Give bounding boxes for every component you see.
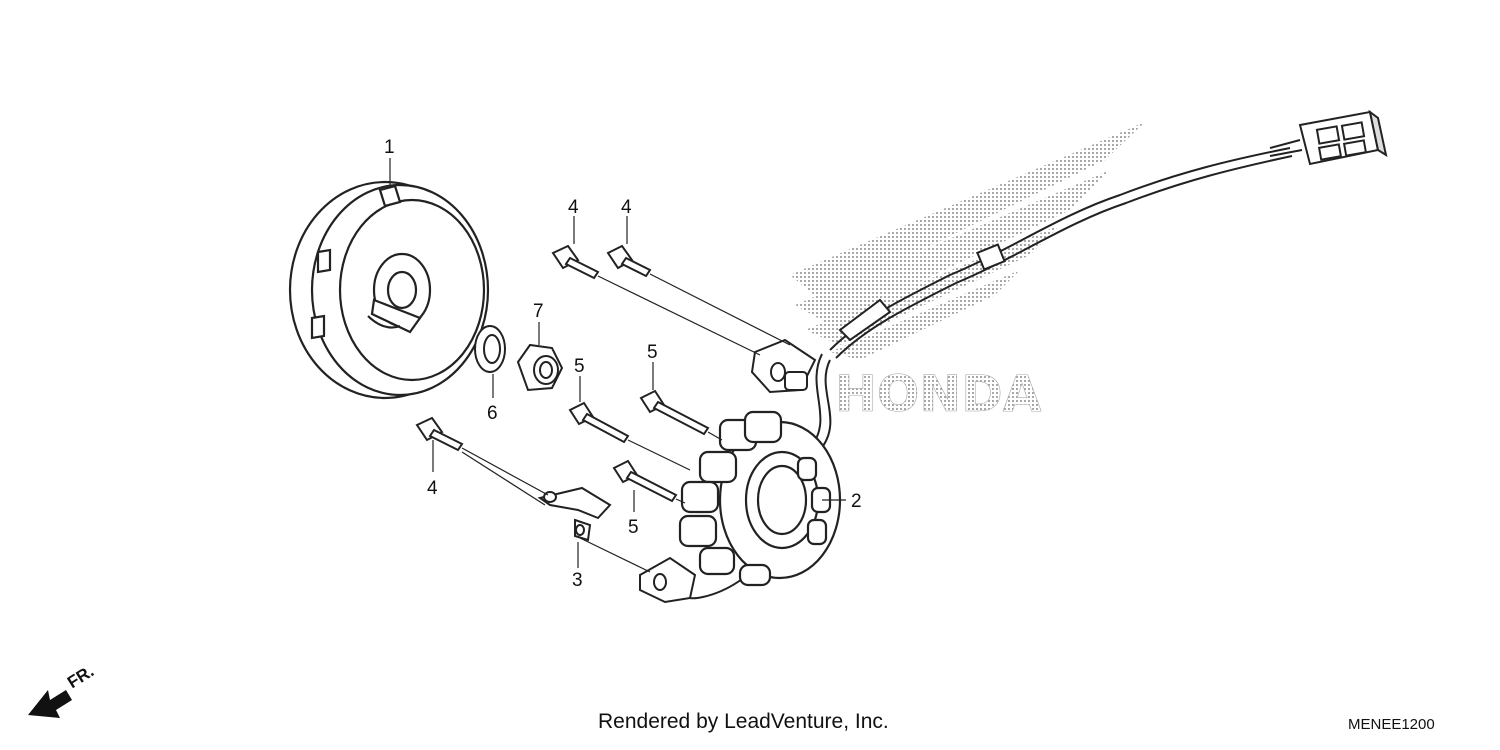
- stator: [678, 410, 842, 587]
- callout-4b: 4: [621, 197, 632, 218]
- callout-4a: 4: [568, 197, 579, 218]
- nut: [516, 343, 564, 392]
- pulse-generator-upper: [750, 338, 817, 394]
- pulse-generator-lower: [639, 556, 697, 604]
- honda-wordmark: HONDA: [835, 365, 1042, 423]
- harness-connector: [1269, 109, 1388, 166]
- flywheel: [288, 180, 490, 400]
- washer: [474, 325, 506, 373]
- assembly-guide-lines: [461, 273, 791, 573]
- diagram-code: MENEE1200: [1348, 716, 1435, 733]
- bolt-5b: [568, 401, 630, 444]
- bolt-4a: [551, 244, 600, 280]
- callout-1: 1: [384, 137, 395, 158]
- callout-leaders: [389, 158, 846, 568]
- callout-5b: 5: [628, 517, 639, 538]
- callout-7: 7: [533, 301, 544, 322]
- bolt-4b: [606, 244, 652, 278]
- callout-2: 2: [851, 491, 862, 512]
- callout-6: 6: [487, 403, 498, 424]
- callout-5c: 5: [647, 342, 658, 363]
- callout-5a: 5: [574, 356, 585, 377]
- callout-4c: 4: [427, 478, 438, 499]
- bolt-5c: [612, 459, 678, 503]
- clamp-bracket: [537, 486, 612, 542]
- render-credit: Rendered by LeadVenture, Inc.: [598, 710, 889, 733]
- bolt-4c: [415, 416, 464, 452]
- bolt-5a: [639, 389, 710, 436]
- front-arrow-icon: [28, 690, 72, 718]
- callout-3: 3: [572, 570, 583, 591]
- honda-wing-watermark: HONDA: [790, 122, 1145, 423]
